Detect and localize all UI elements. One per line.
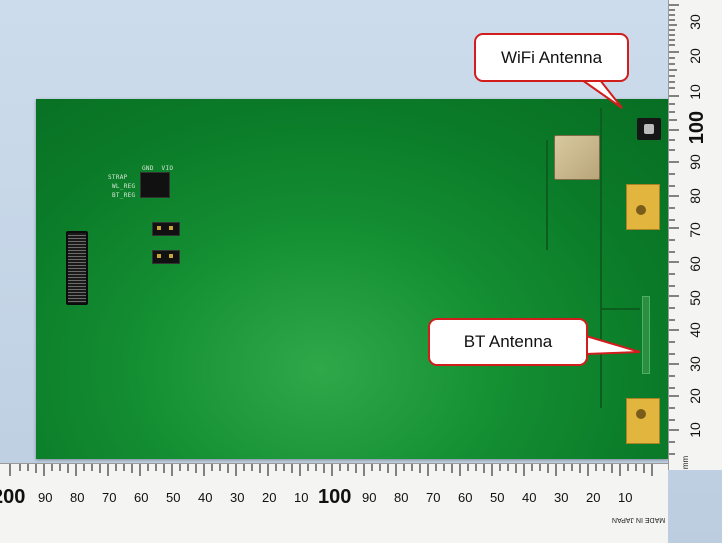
ruler-number: 60 <box>134 490 149 505</box>
ruler-number: 40 <box>522 490 537 505</box>
ruler-number: 90 <box>362 490 377 505</box>
ruler-number: 70 <box>102 490 117 505</box>
pin-header <box>152 250 180 264</box>
pcb-trace <box>546 140 548 250</box>
solder-pad <box>157 254 161 258</box>
ruler-number: 10 <box>618 490 633 505</box>
ruler-number: 70 <box>426 490 441 505</box>
bt-antenna-element <box>642 296 650 374</box>
bt-callout-pointer <box>585 334 641 356</box>
jumper-header <box>140 172 170 198</box>
board-connector <box>66 231 88 305</box>
vertical-ruler: 30 20 10 100 90 80 70 60 50 40 30 20 10 … <box>668 0 722 470</box>
ruler-number: 80 <box>70 490 85 505</box>
mounting-hole <box>636 409 646 419</box>
ruler-number: 20 <box>586 490 601 505</box>
solder-pad <box>157 226 161 230</box>
pcb-trace <box>600 308 640 310</box>
ruler-number: 60 <box>458 490 473 505</box>
ruler-ticks <box>9 464 653 476</box>
ruler-number: 30 <box>230 490 245 505</box>
silkscreen-bt-reg: BT_REG <box>112 192 136 199</box>
antenna-connector <box>637 118 661 140</box>
gold-pad <box>626 398 660 444</box>
wireless-module <box>554 135 600 180</box>
solder-pad <box>169 254 173 258</box>
silkscreen-strap: STRAP <box>108 174 128 181</box>
ruler-number: 200 <box>0 486 26 508</box>
ruler-ticks <box>669 4 679 455</box>
pin-header <box>152 222 180 236</box>
ruler-number: 50 <box>490 490 505 505</box>
silkscreen-wl-reg: WL_REG <box>112 183 136 190</box>
solder-pad <box>169 226 173 230</box>
bt-antenna-callout: BT Antenna <box>428 318 588 366</box>
silkscreen-gnd-vio: GND VIO <box>142 165 174 172</box>
ruler-number: 10 <box>294 490 309 505</box>
ruler-number: 50 <box>166 490 181 505</box>
mounting-hole <box>636 205 646 215</box>
pcb-trace <box>600 108 602 408</box>
wifi-antenna-callout: WiFi Antenna <box>474 33 629 82</box>
wifi-callout-pointer <box>578 79 623 109</box>
ruler-number: 30 <box>554 490 569 505</box>
horizontal-ruler: 200 90 80 70 60 50 40 30 20 10 100 90 80… <box>0 463 668 543</box>
ruler-number: 80 <box>394 490 409 505</box>
ruler-number: 40 <box>198 490 213 505</box>
ruler-number: 20 <box>262 490 277 505</box>
ruler-number: 100 <box>318 486 352 508</box>
ruler-number: 90 <box>38 490 53 505</box>
